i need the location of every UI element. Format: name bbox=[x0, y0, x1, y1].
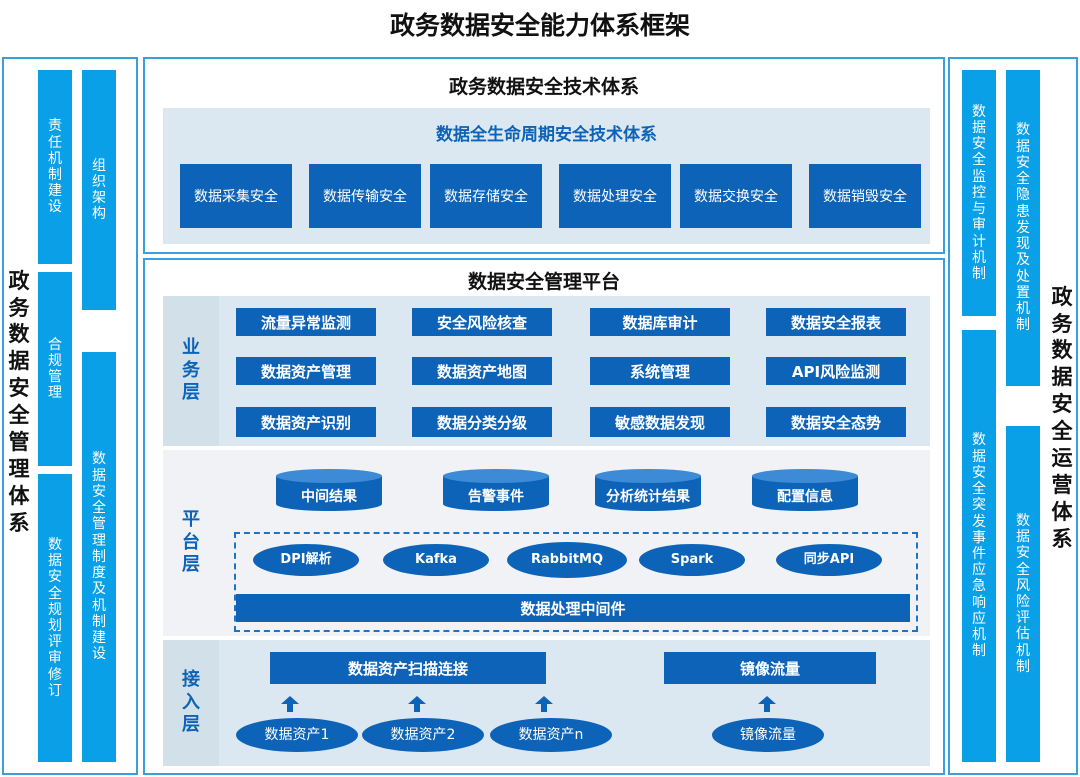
store-intermediate-cylinder[interactable] bbox=[276, 468, 382, 512]
tech-system-title: 政务数据安全技术体系 bbox=[448, 76, 639, 98]
engine-sync-api[interactable]: 同步API bbox=[776, 544, 882, 576]
left-management-frame bbox=[2, 57, 138, 775]
arrow-up-icon bbox=[758, 696, 776, 712]
store-config-cylinder[interactable] bbox=[752, 468, 858, 512]
source-mirror-traffic[interactable]: 镜像流量 bbox=[712, 718, 824, 752]
biz-sensitive-discovery[interactable]: 敏感数据发现 bbox=[590, 407, 730, 437]
tech-item-processing[interactable]: 数据处理安全 bbox=[559, 164, 671, 228]
store-stats-cylinder[interactable] bbox=[595, 468, 701, 512]
source-asset-n[interactable]: 数据资产n bbox=[490, 718, 612, 752]
platform-title: 数据安全管理平台 bbox=[467, 271, 620, 293]
engine-spark[interactable]: Spark bbox=[639, 544, 745, 576]
right-card-hazard-handling[interactable]: 数据安全隐患发现及处置机制 bbox=[1006, 70, 1040, 386]
biz-risk-check[interactable]: 安全风险核查 bbox=[412, 308, 552, 336]
right-card-emergency-response[interactable]: 数据安全突发事件应急响应机制 bbox=[962, 330, 996, 762]
right-card-risk-assessment[interactable]: 数据安全风险评估机制 bbox=[1006, 426, 1040, 762]
access-layer-label: 接入层 bbox=[182, 669, 200, 736]
right-card-monitoring-audit[interactable]: 数据安全监控与审计机制 bbox=[962, 70, 996, 316]
biz-db-audit[interactable]: 数据库审计 bbox=[590, 308, 730, 336]
business-layer-label-cell bbox=[163, 296, 219, 446]
biz-api-risk[interactable]: API风险监测 bbox=[766, 357, 906, 385]
left-card-policy[interactable]: 数据安全管理制度及机制建设 bbox=[82, 352, 116, 762]
platform-layer-label: 平台层 bbox=[182, 509, 200, 576]
biz-system-management[interactable]: 系统管理 bbox=[590, 357, 730, 385]
tech-lifecycle-title: 数据全生命周期安全技术体系 bbox=[436, 125, 657, 145]
right-operation-frame bbox=[948, 57, 1078, 775]
store-intermediate-label: 中间结果 bbox=[301, 489, 357, 505]
access-layer-label-cell bbox=[163, 640, 219, 766]
right-side-title: 政务数据安全运营体系 bbox=[1051, 284, 1073, 551]
biz-security-report[interactable]: 数据安全报表 bbox=[766, 308, 906, 336]
tech-item-collection[interactable]: 数据采集安全 bbox=[180, 164, 292, 228]
biz-asset-management[interactable]: 数据资产管理 bbox=[236, 357, 376, 385]
store-alert-cylinder[interactable] bbox=[443, 468, 549, 512]
arrow-up-icon bbox=[535, 696, 553, 712]
tech-item-storage[interactable]: 数据存储安全 bbox=[430, 164, 542, 228]
tech-item-destruction[interactable]: 数据销毁安全 bbox=[809, 164, 921, 228]
page-title: 政务数据安全能力体系框架 bbox=[389, 11, 690, 40]
biz-security-posture[interactable]: 数据安全态势 bbox=[766, 407, 906, 437]
left-card-responsibility[interactable]: 责任机制建设 bbox=[38, 70, 72, 264]
biz-asset-identification[interactable]: 数据资产识别 bbox=[236, 407, 376, 437]
middleware-dashed-group bbox=[234, 532, 918, 632]
source-asset-1[interactable]: 数据资产1 bbox=[236, 718, 358, 752]
middleware-bar[interactable]: 数据处理中间件 bbox=[236, 594, 910, 622]
left-card-compliance[interactable]: 合规管理 bbox=[38, 272, 72, 466]
platform-frame bbox=[143, 258, 945, 775]
access-mirror-traffic[interactable]: 镜像流量 bbox=[664, 652, 876, 684]
engine-rabbitmq[interactable]: RabbitMQ bbox=[507, 542, 627, 578]
access-asset-scan[interactable]: 数据资产扫描连接 bbox=[270, 652, 546, 684]
source-asset-2[interactable]: 数据资产2 bbox=[362, 718, 484, 752]
engine-kafka[interactable]: Kafka bbox=[383, 544, 489, 576]
store-config-label: 配置信息 bbox=[777, 489, 833, 505]
arrow-up-icon bbox=[281, 696, 299, 712]
left-card-organization[interactable]: 组织架构 bbox=[82, 70, 116, 310]
store-alert-label: 告警事件 bbox=[468, 489, 524, 505]
biz-traffic-anomaly[interactable]: 流量异常监测 bbox=[236, 308, 376, 336]
arrow-up-icon bbox=[408, 696, 426, 712]
business-layer-label: 业务层 bbox=[182, 337, 200, 404]
tech-system-frame bbox=[143, 57, 945, 254]
left-card-planning-review[interactable]: 数据安全规划评审修订 bbox=[38, 474, 72, 762]
left-side-title: 政务数据安全管理体系 bbox=[8, 268, 30, 535]
tech-item-exchange[interactable]: 数据交换安全 bbox=[680, 164, 792, 228]
biz-asset-map[interactable]: 数据资产地图 bbox=[412, 357, 552, 385]
engine-dpi[interactable]: DPI解析 bbox=[253, 544, 359, 576]
tech-item-transmission[interactable]: 数据传输安全 bbox=[309, 164, 421, 228]
store-stats-label: 分析统计结果 bbox=[606, 489, 690, 505]
biz-classification[interactable]: 数据分类分级 bbox=[412, 407, 552, 437]
